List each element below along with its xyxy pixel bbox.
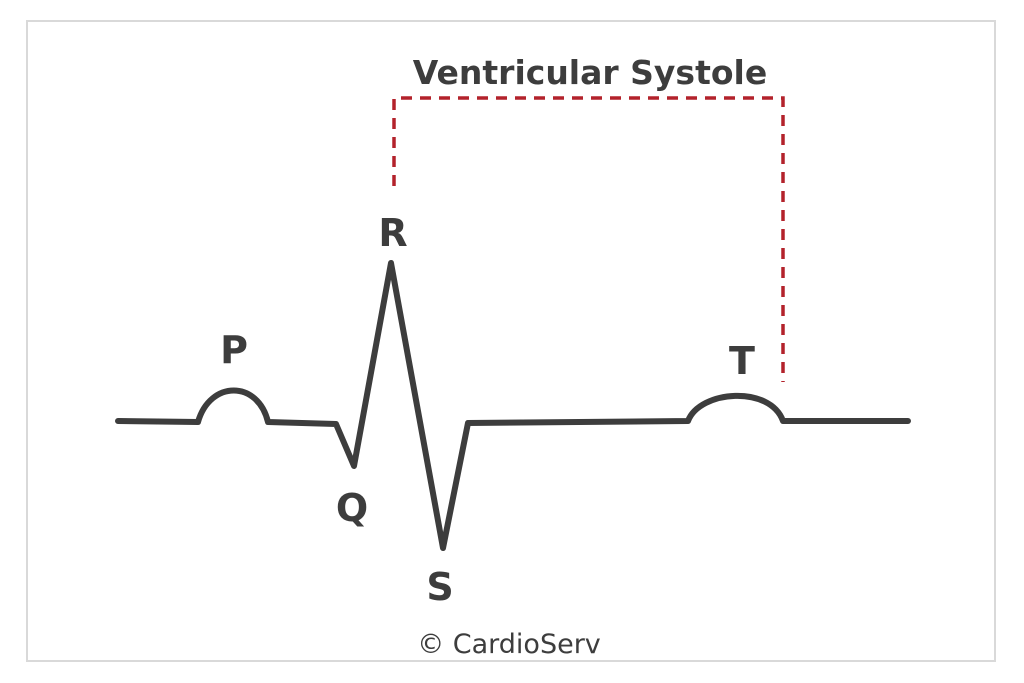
s-wave-label: S: [426, 565, 453, 609]
t-wave-label: T: [729, 339, 755, 383]
systole-title: Ventricular Systole: [413, 53, 767, 92]
r-wave-label: R: [378, 211, 407, 255]
diagram-frame: [26, 20, 996, 662]
ecg-trace: [115, 260, 911, 551]
q-wave-label: Q: [336, 486, 368, 530]
p-wave-label: P: [220, 328, 248, 372]
copyright-text: © CardioServ: [417, 629, 601, 660]
systole-bracket: [392, 96, 785, 382]
